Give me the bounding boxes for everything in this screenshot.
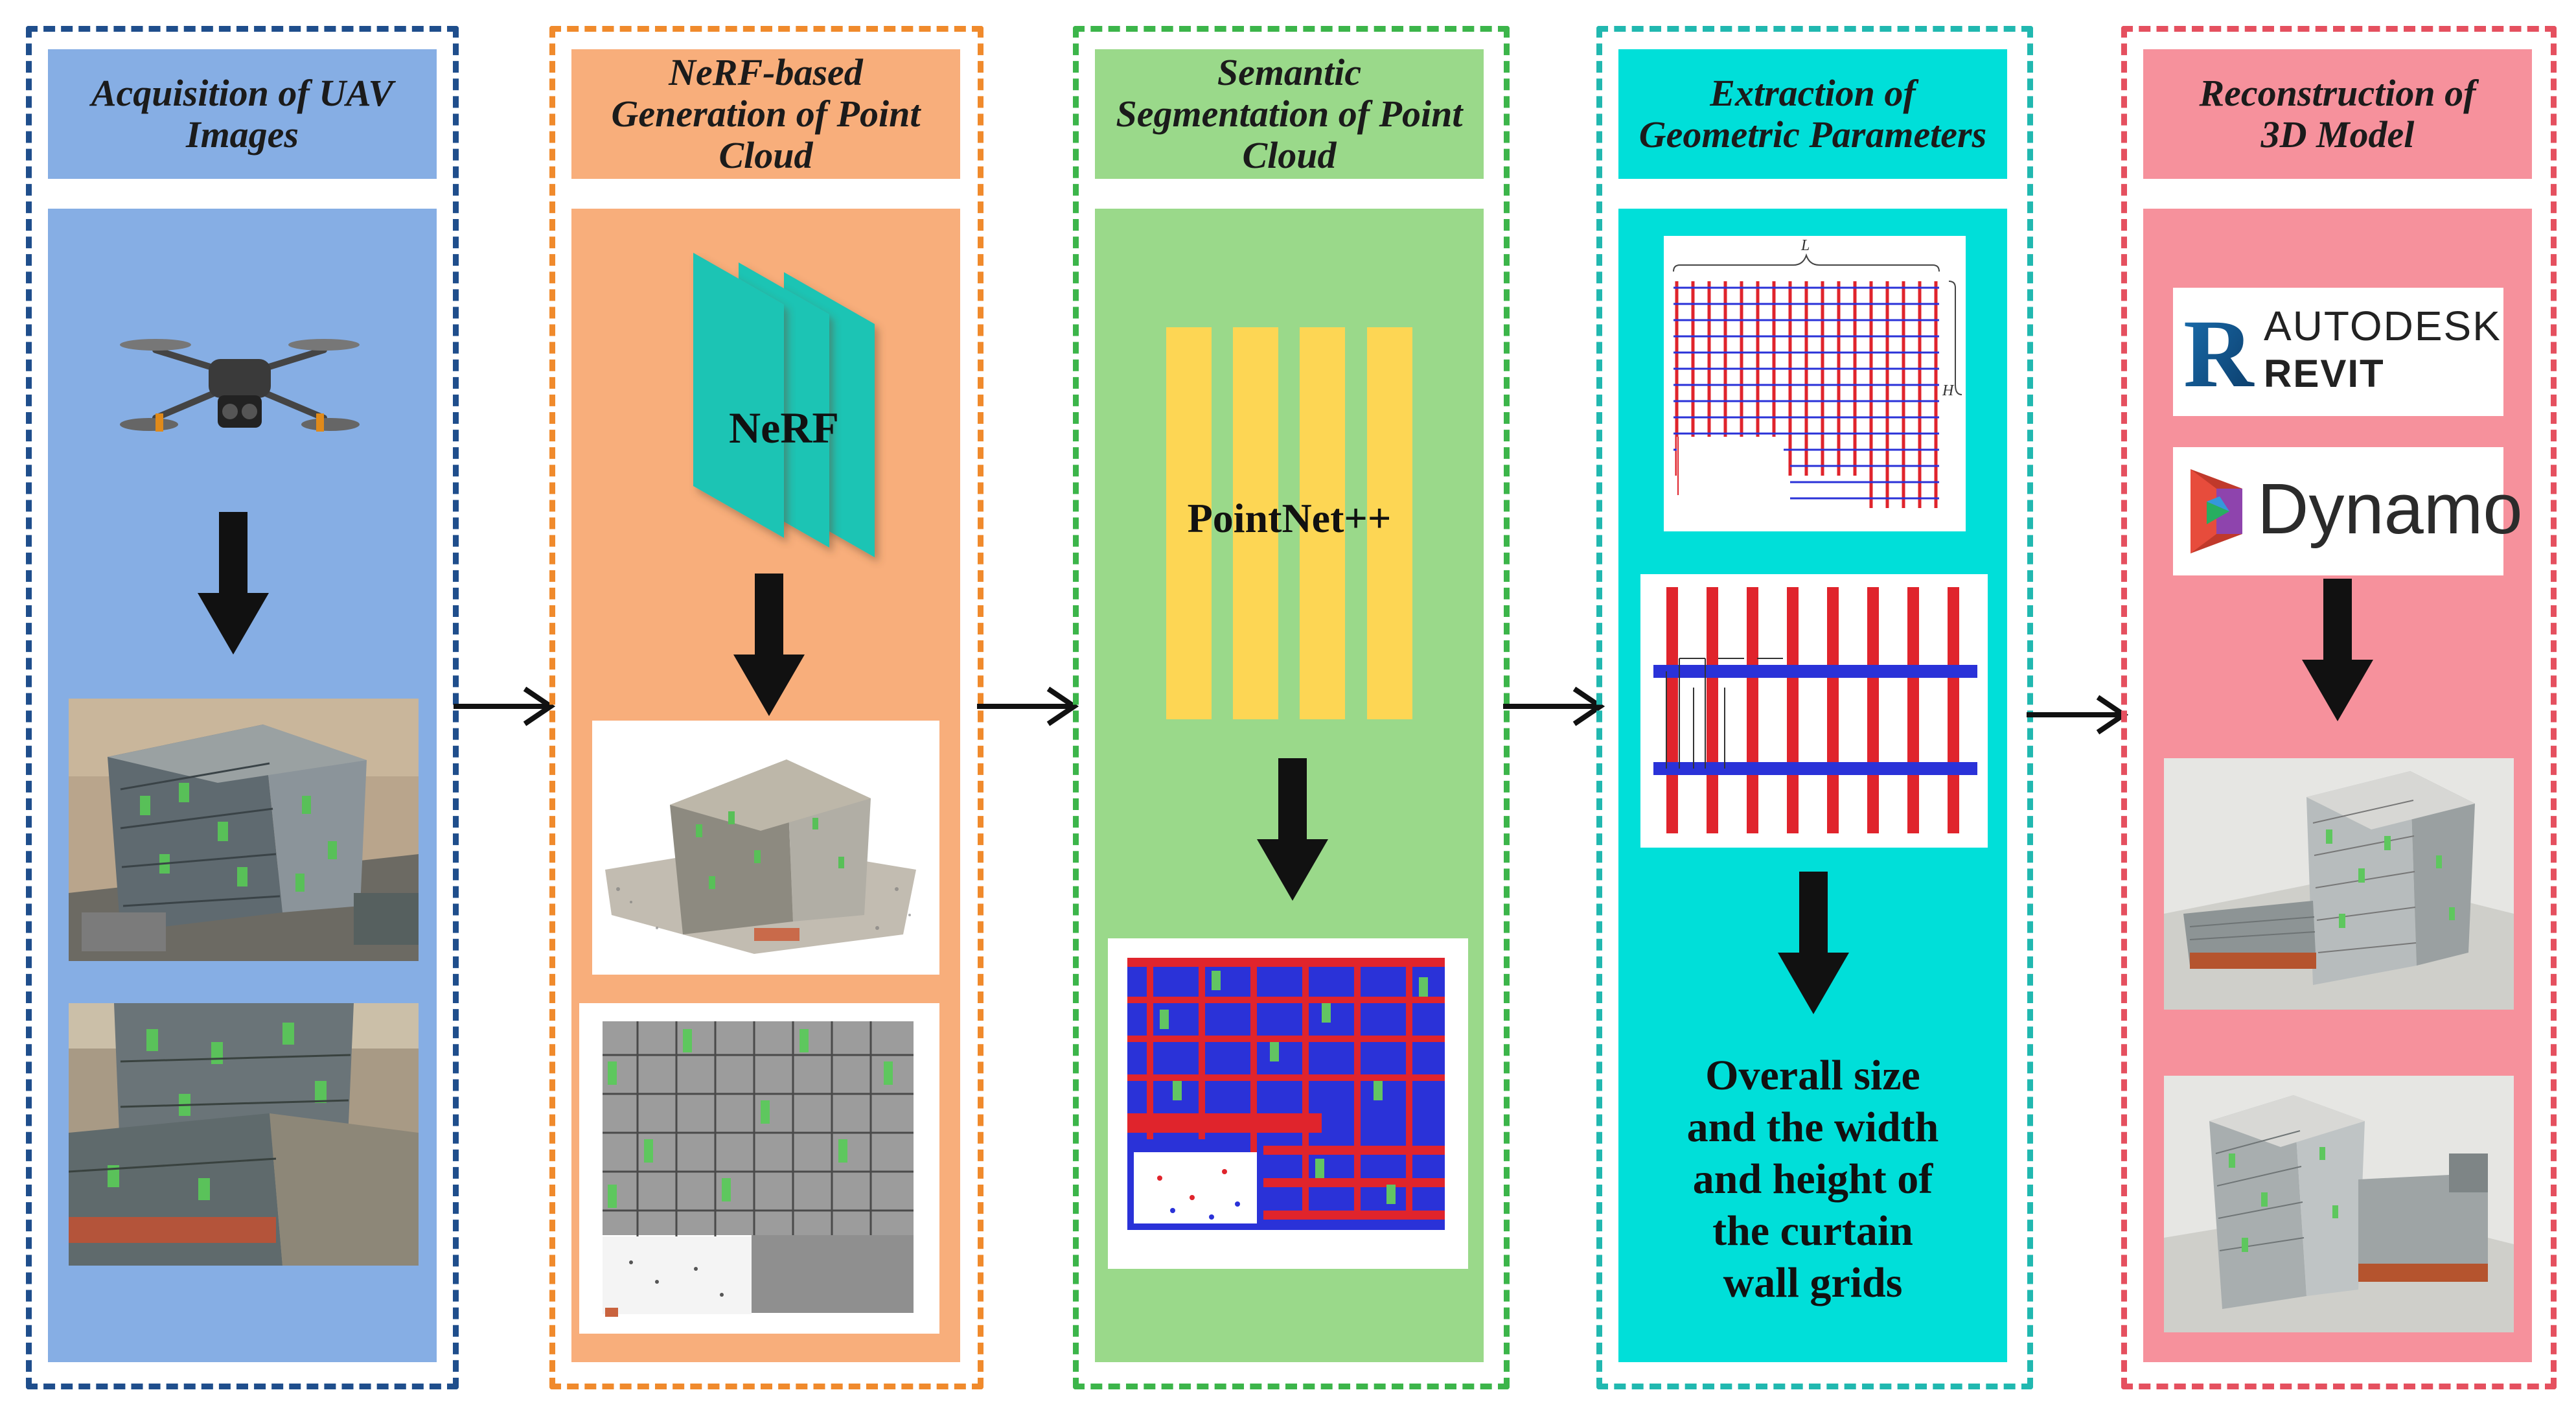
nerf-facade-pointcloud xyxy=(579,1003,939,1334)
nerf-network-icon xyxy=(693,253,875,557)
stage-uav-title: Acquisition of UAV Images xyxy=(48,49,437,179)
stage-rec-frame xyxy=(2121,26,2557,1389)
rec-down-arrow xyxy=(2302,579,2373,721)
geo-result-text: Overall size and the width and height of… xyxy=(1686,1052,1939,1306)
dynamo-logo: Dynamo xyxy=(2173,447,2523,575)
connector-arrow-4 xyxy=(2027,695,2129,735)
uav-down-arrow xyxy=(198,512,269,655)
stage-seg-title: Semantic Segmentation of Point Cloud xyxy=(1095,49,1484,179)
pointnet-label: PointNet++ xyxy=(1187,495,1392,541)
bim-model-render-1 xyxy=(2164,758,2514,1010)
connector-arrow-1 xyxy=(454,686,556,726)
nerf-pointcloud-render xyxy=(592,721,939,975)
connector-arrow-3 xyxy=(1503,686,1605,726)
uav-photo-building-closeup xyxy=(69,1003,419,1266)
revit-line-1: AUTODESK xyxy=(2264,303,2501,349)
curtain-wall-overall-size: L H xyxy=(1664,236,1966,531)
nerf-label: NeRF xyxy=(729,403,839,452)
drone-icon xyxy=(120,339,360,432)
autodesk-revit-logo: R AUTODESK REVIT xyxy=(2173,288,2503,416)
bim-model-render-2 xyxy=(2164,1076,2514,1332)
revit-r-mark: R xyxy=(2183,303,2255,400)
geo-down-arrow xyxy=(1778,872,1849,1014)
pointnet-network-icon xyxy=(1166,327,1412,719)
stage-rec-title: Reconstruction of 3D Model xyxy=(2143,49,2532,179)
connector-arrow-2 xyxy=(977,686,1079,726)
grid-length-label: L xyxy=(1801,237,1810,254)
dynamo-label: Dynamo xyxy=(2257,469,2523,549)
segmented-pointcloud xyxy=(1108,938,1468,1269)
stage-geo-title: Extraction of Geometric Parameters xyxy=(1618,49,2007,179)
uav-photo-building-aerial xyxy=(69,699,419,961)
stage-nerf-title: NeRF-based Generation of Point Cloud xyxy=(571,49,960,179)
grid-height-label: H xyxy=(1942,382,1954,399)
stage-geo-frame xyxy=(1596,26,2033,1389)
seg-down-arrow xyxy=(1257,758,1328,901)
revit-line-2: REVIT xyxy=(2264,352,2385,395)
curtain-wall-grid-dimensions xyxy=(1640,574,1988,848)
nerf-down-arrow xyxy=(733,574,805,716)
